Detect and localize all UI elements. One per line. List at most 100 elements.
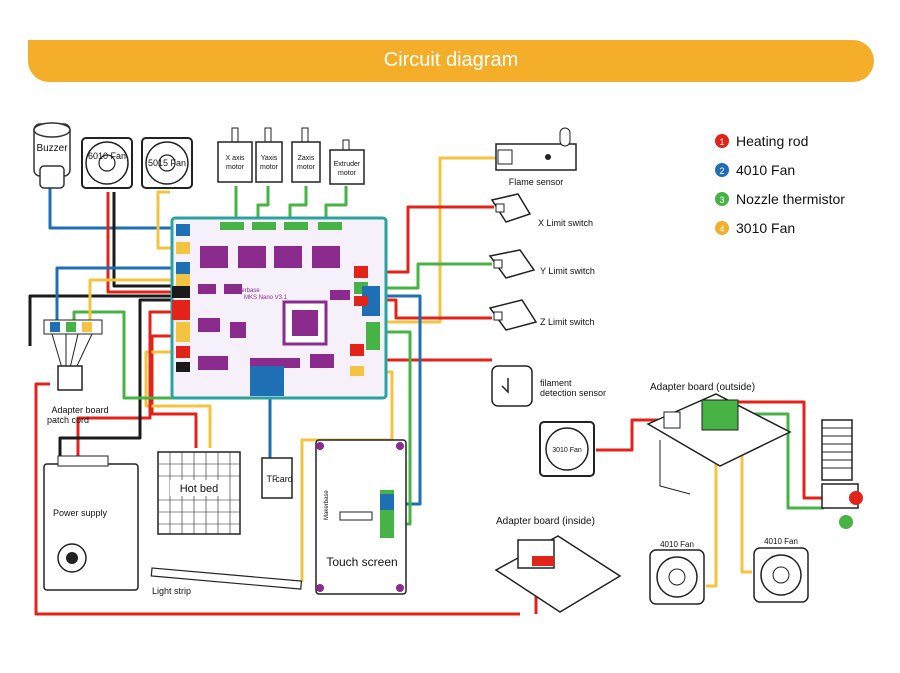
wire-z-motor — [288, 186, 308, 222]
legend-item-3: 3 Nozzle thermistor — [715, 191, 845, 207]
y-limit-switch: Y Limit switch — [488, 249, 595, 279]
wire-z-limit — [372, 298, 492, 320]
filament-sensor: filament detection sensor — [491, 365, 606, 407]
adapter-patch-cord: Adapter board patch cord — [43, 319, 109, 425]
heater-block — [821, 419, 863, 529]
fan-4010-a-label: 4010 Fan — [660, 540, 694, 549]
x-limit-switch: X Limit switch — [490, 193, 593, 228]
power-supply-label: Power supply — [53, 508, 108, 518]
light-strip: Light strip — [150, 567, 303, 596]
legend-dot-2 — [715, 163, 729, 177]
header-banner: Circuit diagram — [28, 40, 874, 82]
tf-card: TF card — [261, 457, 293, 499]
legend-item-4: 4 3010 Fan — [715, 220, 795, 236]
adapter-board-inside: Adapter board (inside) — [494, 516, 622, 613]
motor-extruder: Extruder motor — [329, 139, 365, 185]
wire-flame — [372, 156, 496, 324]
legend-num-2: 2 — [719, 166, 724, 176]
fan-4010-left: 4010 Fan — [649, 540, 705, 605]
motor-y: Yaxis motor — [255, 127, 283, 183]
wire-y-motor — [256, 186, 270, 222]
tf-card-label-1: TF — [267, 474, 278, 484]
touch-screen-label: Touch screen — [326, 555, 397, 569]
heater-marker-3 — [839, 515, 853, 529]
mainboard-brand: Makerbase — [230, 288, 260, 294]
power-supply: Power supply — [43, 455, 139, 591]
buzzer: Buzzer — [33, 122, 71, 189]
fan-6010-label: 6010 Fan — [88, 151, 126, 161]
light-strip-label: Light strip — [152, 586, 191, 596]
wire-hotbed-yellow — [144, 350, 212, 448]
buzzer-label: Buzzer — [36, 143, 68, 154]
y-limit-label: Y Limit switch — [540, 266, 595, 276]
wire-patch-yellow — [88, 278, 178, 322]
heater-marker-1 — [849, 491, 863, 505]
motor-z: Zaxis motor — [291, 127, 321, 183]
motor-z-label-1: Zaxis — [298, 155, 315, 162]
wire-5015 — [156, 190, 178, 250]
adapter-inside-label: Adapter board (inside) — [496, 516, 595, 527]
fan-4010-b-label: 4010 Fan — [764, 537, 798, 546]
hot-bed-label: Hot bed — [180, 483, 219, 495]
legend-label-1: Heating rod — [736, 133, 808, 149]
legend-label-4: 3010 Fan — [736, 220, 795, 236]
motor-e-label-1: Extruder — [334, 161, 361, 168]
wire-patch-black — [28, 294, 175, 346]
adapter-outside-label: Adapter board (outside) — [650, 382, 755, 393]
legend-dot-3 — [715, 192, 729, 206]
wire-buzzer — [48, 186, 180, 230]
motor-x-label-1: X axis — [225, 155, 245, 162]
touch-brand-label: Makerbase — [324, 490, 330, 520]
wire-patch-red — [34, 382, 520, 616]
wire-3010 — [596, 418, 666, 452]
wire-hotbed-red — [150, 334, 198, 448]
z-limit-label: Z Limit switch — [540, 317, 595, 327]
motor-z-label-2: motor — [297, 164, 316, 171]
legend-num-1: 1 — [719, 137, 724, 147]
wire-power-red — [76, 310, 175, 456]
mainboard-model: MKS Nano V3.1 — [244, 295, 288, 301]
x-limit-label: X Limit switch — [538, 218, 593, 228]
mainboard: Makerbase MKS Nano V3.1 — [170, 216, 388, 400]
motor-e-label-2: motor — [338, 170, 357, 177]
legend-num-4: 4 — [719, 224, 724, 234]
touch-screen: Makerbase Touch screen — [315, 439, 407, 595]
legend: 1 Heating rod 2 4010 Fan 3 Nozzle thermi… — [715, 133, 845, 236]
adapter-board-outside: Adapter board (outside) — [646, 382, 792, 495]
legend-label-2: 4010 Fan — [736, 162, 795, 178]
motor-x: X axis motor — [217, 127, 253, 183]
hot-bed: Hot bed — [157, 451, 241, 535]
filament-label-1: filament — [540, 378, 572, 388]
wire-x-limit — [370, 205, 494, 274]
wire-6010-red — [106, 192, 175, 294]
fan-5015-label: 5015 Fan — [148, 158, 186, 168]
motor-x-label-2: motor — [226, 164, 245, 171]
motor-y-label-1: Yaxis — [261, 155, 278, 162]
fan-4010-right: 4010 Fan — [753, 537, 809, 603]
fan-6010: 6010 Fan — [81, 137, 133, 189]
flame-sensor-label: Flame sensor — [509, 177, 564, 187]
filament-label-2: detection sensor — [540, 388, 606, 398]
page-title: Circuit diagram — [383, 49, 519, 71]
legend-dot-4 — [715, 221, 729, 235]
wire-patch-green — [72, 310, 188, 400]
fan-5015: 5015 Fan — [141, 137, 193, 189]
wire-e-motor — [324, 186, 348, 222]
fan-3010: 3010 Fan — [539, 421, 595, 477]
legend-item-2: 2 4010 Fan — [715, 162, 795, 178]
patch-label-2: patch cord — [47, 415, 89, 425]
wire-patch-blue — [55, 266, 178, 322]
fan-3010-label: 3010 Fan — [552, 447, 582, 454]
legend-num-3: 3 — [719, 195, 724, 205]
wire-y-limit — [372, 262, 492, 290]
legend-dot-1 — [715, 134, 729, 148]
patch-label-1: Adapter board — [51, 405, 108, 415]
wire-heating-rod — [716, 400, 826, 500]
wire-power-black — [58, 298, 175, 456]
tf-card-label-2: card — [275, 474, 293, 484]
motor-y-label-2: motor — [260, 164, 279, 171]
wire-thermistor — [740, 412, 824, 510]
z-limit-switch: Z Limit switch — [488, 299, 595, 331]
legend-label-3: Nozzle thermistor — [736, 191, 845, 207]
